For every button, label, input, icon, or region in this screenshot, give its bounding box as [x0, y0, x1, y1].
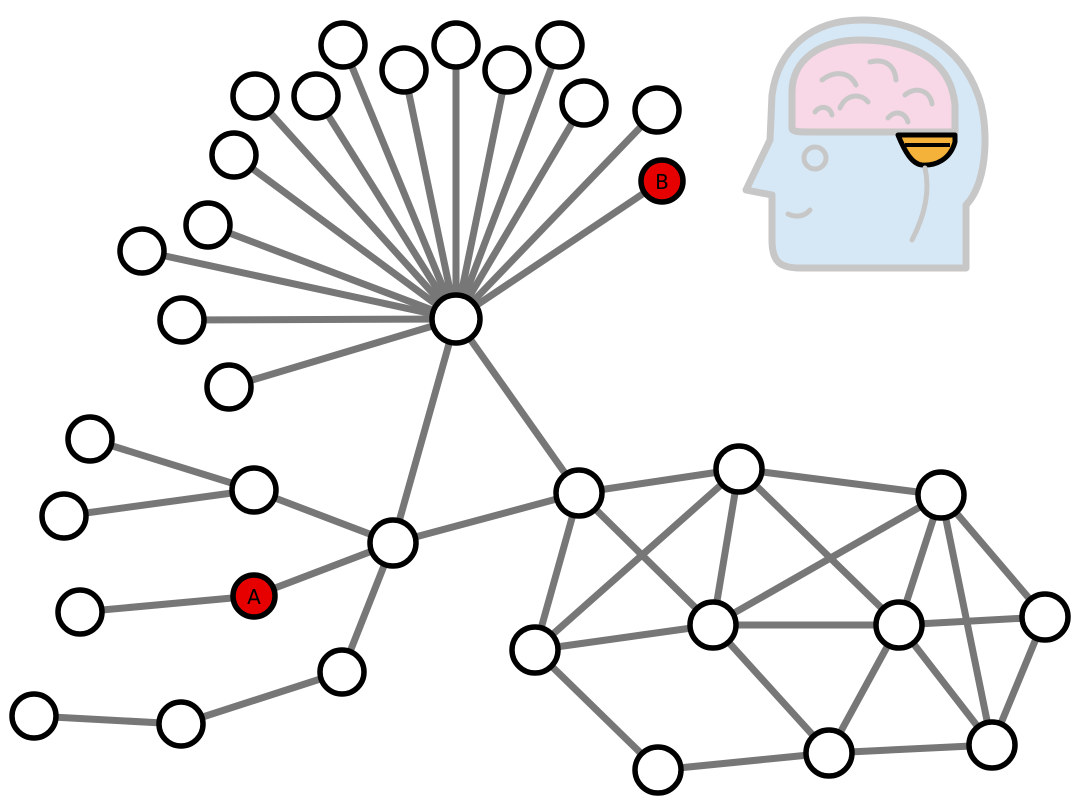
edges [33, 43, 1049, 774]
network-node [9, 691, 59, 741]
network-node [553, 467, 605, 519]
edge [179, 668, 344, 728]
edge [453, 107, 660, 322]
edge [400, 69, 460, 320]
edge [532, 466, 742, 653]
node-a-circle [230, 572, 278, 620]
edge [531, 492, 583, 651]
edge [313, 94, 459, 321]
network-node [482, 45, 532, 95]
network-node [156, 699, 206, 749]
network-node [379, 45, 429, 95]
hub-node [429, 292, 483, 346]
brain-fold [885, 110, 911, 125]
network-node [318, 20, 368, 70]
network-node [632, 85, 682, 135]
node-b-label: B [655, 170, 669, 194]
brain-fold [902, 87, 935, 107]
network-node [509, 624, 561, 676]
edge [738, 465, 942, 499]
edge [736, 466, 902, 628]
network-node [55, 587, 105, 637]
edge [452, 69, 511, 320]
edge [578, 465, 740, 497]
edge [709, 468, 743, 626]
edge [252, 93, 459, 322]
edge [389, 318, 460, 544]
head-with-brain-icon [742, 16, 989, 272]
network-node [1019, 591, 1071, 643]
network-node [687, 599, 739, 651]
edge [88, 435, 256, 494]
edge [534, 621, 714, 654]
edge [711, 491, 943, 629]
network-node [966, 719, 1018, 771]
edge [181, 315, 457, 324]
neck-line [909, 165, 930, 243]
network-node [713, 443, 765, 495]
network-node [559, 78, 609, 128]
edge [452, 43, 564, 321]
edge [453, 316, 582, 496]
edge [231, 152, 459, 322]
edge [79, 592, 255, 616]
edge [938, 492, 1048, 620]
mouth-icon [785, 207, 813, 219]
brain-fold [867, 58, 899, 83]
node-a: A [230, 572, 278, 620]
network-node [65, 414, 115, 464]
brain-fold [819, 71, 859, 88]
eye-accent [895, 132, 958, 168]
network-node [317, 647, 367, 697]
network-node [183, 200, 233, 250]
network-node [915, 469, 967, 521]
ear-icon [801, 144, 829, 172]
network-node [117, 226, 167, 276]
edge [657, 749, 830, 774]
network-node [39, 491, 89, 541]
brain-fold [837, 93, 871, 111]
network-node [431, 20, 481, 70]
edge [828, 741, 993, 757]
node-b: B [638, 157, 686, 205]
network-node [632, 744, 684, 796]
edge [710, 622, 832, 756]
edge [206, 221, 458, 323]
network-node [209, 130, 259, 180]
network-node [157, 295, 207, 345]
network-node [291, 71, 341, 121]
edge [532, 647, 661, 773]
edge [227, 315, 458, 391]
node-b-circle [638, 157, 686, 205]
edge [576, 490, 716, 628]
edge [339, 43, 460, 321]
network-node [803, 727, 855, 779]
network-node [367, 517, 419, 569]
edge [141, 247, 457, 323]
brain-icon [788, 36, 959, 136]
brain-fold [812, 105, 835, 118]
edge [452, 101, 588, 321]
network-node [230, 71, 280, 121]
network-node [229, 465, 279, 515]
network-node [873, 599, 925, 651]
edge [392, 489, 580, 547]
network-node [535, 20, 585, 70]
node-a-label: A [247, 585, 261, 609]
edge [63, 486, 255, 520]
network-node [204, 362, 254, 412]
nodes: B A [9, 20, 1071, 796]
edge [454, 178, 664, 322]
